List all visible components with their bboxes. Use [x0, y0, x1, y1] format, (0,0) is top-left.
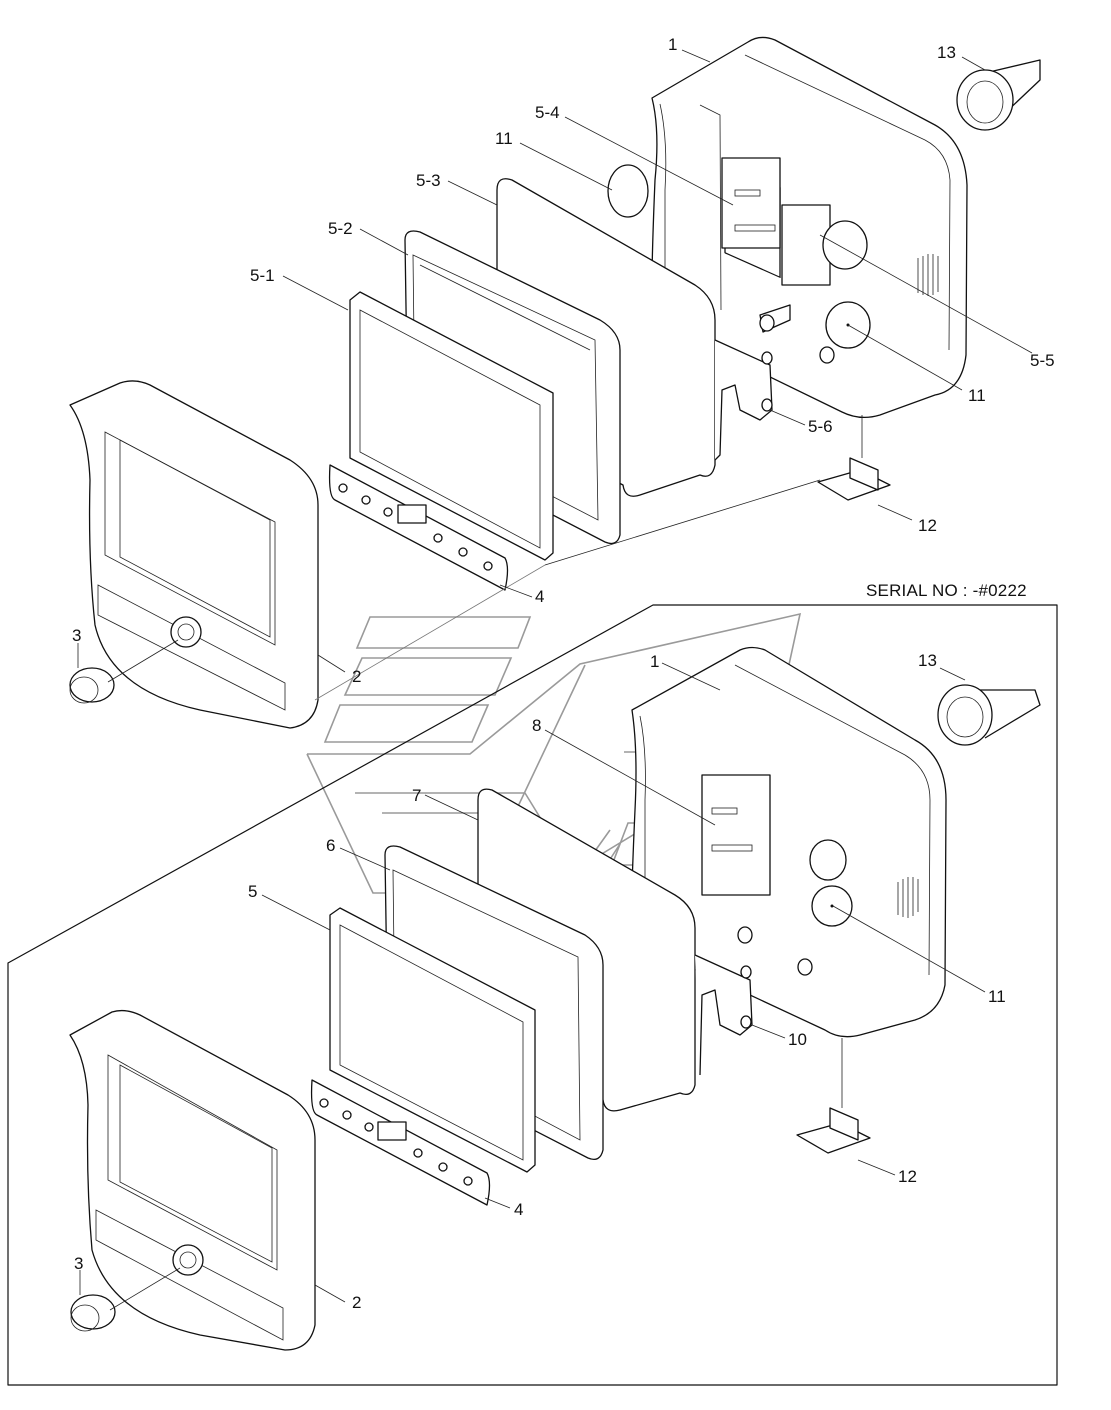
callout-upper-11a: 11 — [495, 129, 513, 148]
callout-lower-8: 8 — [532, 716, 542, 735]
part-clip-lower — [796, 1107, 871, 1154]
part-knob-lower — [70, 1294, 116, 1332]
serial-frame — [7, 604, 1058, 1386]
callout-lower-12: 12 — [898, 1167, 917, 1186]
callout-lower-4: 4 — [514, 1200, 524, 1219]
part-switch-board-lower — [310, 1079, 491, 1206]
part-switch-board — [328, 464, 509, 591]
callout-upper-5-5: 5-5 — [1030, 351, 1055, 370]
callout-upper-5-1: 5-1 — [250, 266, 275, 285]
part-clip — [817, 457, 891, 501]
part-grommet — [956, 59, 1041, 131]
part-rear-housing-lower — [630, 646, 947, 1038]
callout-lower-7: 7 — [412, 786, 422, 805]
lower-assembly — [69, 646, 1041, 1351]
callout-lower-10: 10 — [788, 1030, 807, 1049]
callout-upper-5-2: 5-2 — [328, 219, 353, 238]
part-front-bezel — [69, 380, 319, 729]
part-rear-housing — [651, 36, 968, 419]
part-grommet-lower — [937, 684, 1041, 746]
callout-upper-5-3: 5-3 — [416, 171, 441, 190]
part-speaker-cover — [607, 164, 649, 218]
callout-lower-2: 2 — [352, 1293, 362, 1312]
callout-lower-6: 6 — [326, 836, 336, 855]
callout-upper-1: 1 — [668, 35, 678, 54]
serial-number-note: SERIAL NO : -#0222 — [866, 581, 1027, 600]
part-lcd-panel — [349, 291, 554, 561]
part-lcd-panel-lower — [329, 907, 536, 1173]
callout-upper-3: 3 — [72, 626, 82, 645]
leader-lines — [77, 49, 1033, 1311]
callout-lower-3: 3 — [74, 1254, 84, 1273]
callout-upper-11b: 11 — [968, 386, 986, 405]
callout-upper-12: 12 — [918, 516, 937, 535]
callout-upper-13: 13 — [937, 43, 956, 62]
callout-lower-5: 5 — [248, 882, 258, 901]
callout-upper-5-6: 5-6 — [808, 417, 833, 436]
callout-lower-1: 1 — [650, 652, 660, 671]
part-knob — [69, 667, 115, 704]
part-front-bezel-lower — [69, 1009, 316, 1351]
callout-lower-11: 11 — [988, 987, 1006, 1006]
callout-upper-2: 2 — [352, 667, 362, 686]
upper-assembly — [69, 36, 1041, 729]
callout-lower-13: 13 — [918, 651, 937, 670]
callout-upper-4: 4 — [535, 587, 545, 606]
callout-upper-5-4: 5-4 — [535, 103, 560, 122]
